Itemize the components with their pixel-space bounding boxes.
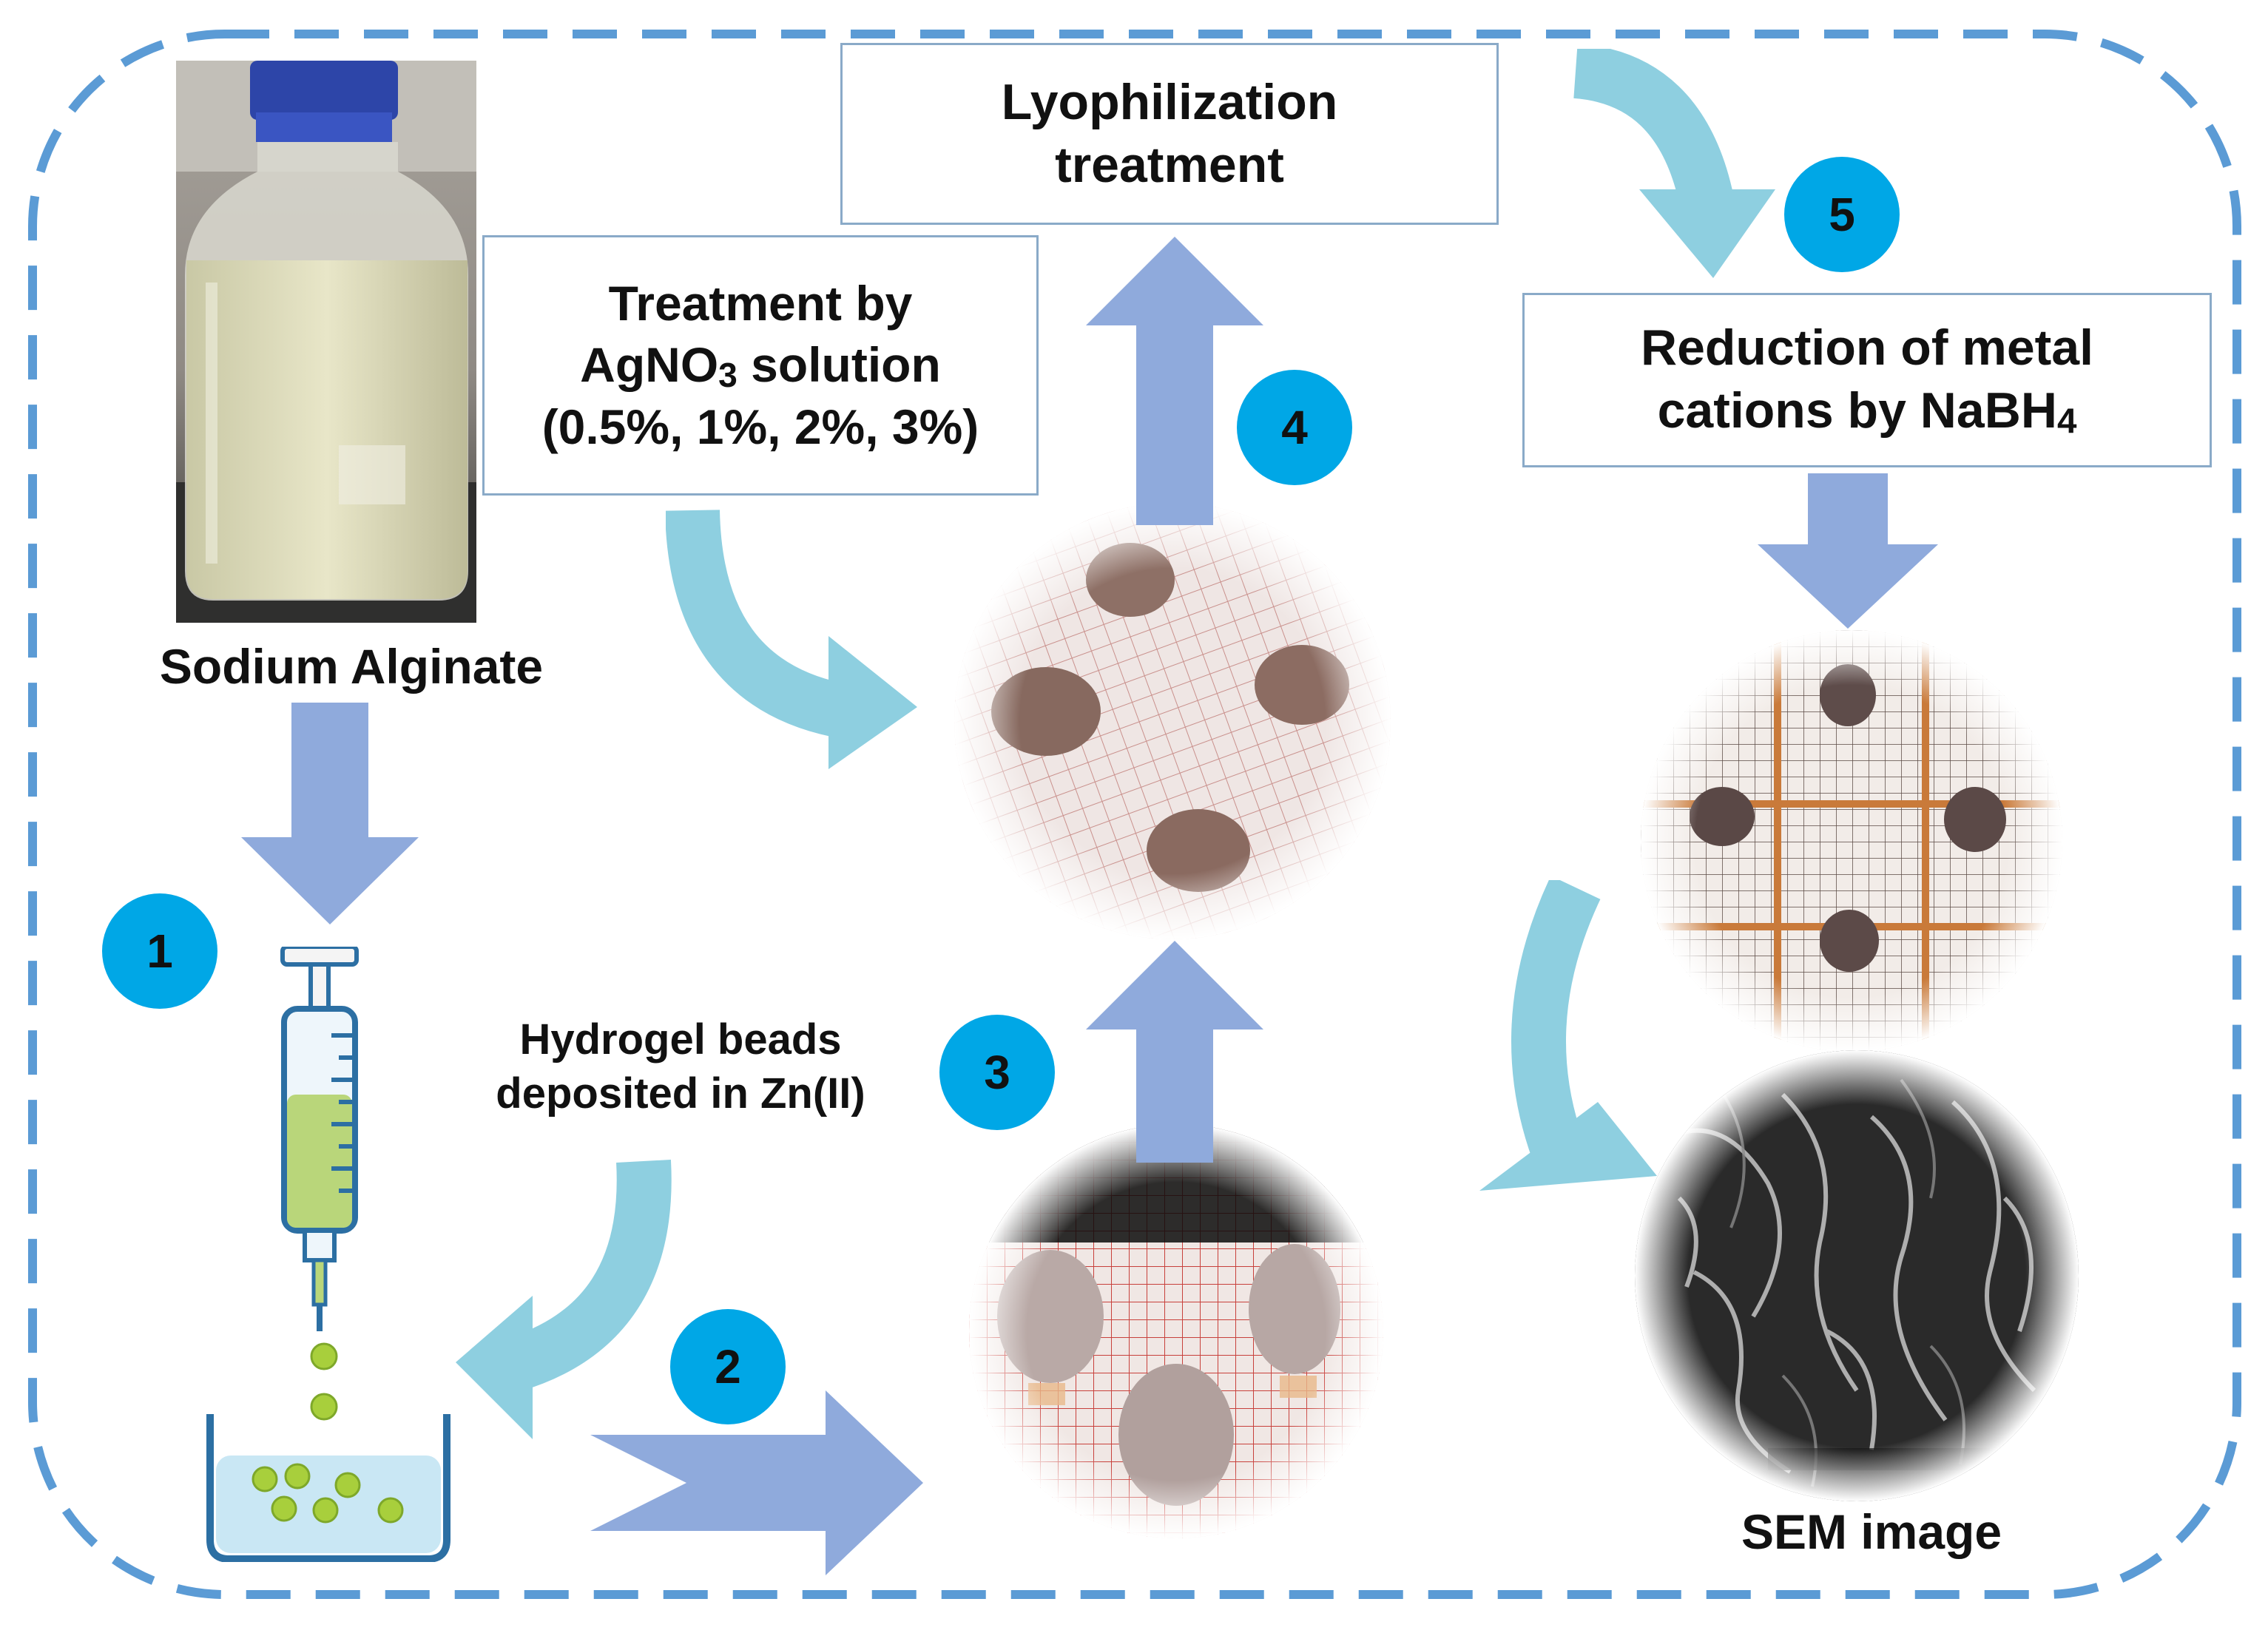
lyophilization-line-2: treatment — [1055, 137, 1284, 193]
falling-drops — [310, 1342, 338, 1421]
curved-arrow-to-agno3-beads — [666, 510, 917, 769]
up-arrow-step-3 — [1086, 941, 1263, 1163]
hydrogel-line-1: Hydrogel beads — [519, 1015, 842, 1064]
agno3-treated-beads-photo — [954, 503, 1391, 939]
agno3-treatment-box: Treatment by AgNO3 solution (0.5%, 1%, 2… — [482, 235, 1039, 496]
down-arrow-reduction — [1758, 473, 1938, 629]
step-2-badge: 2 — [670, 1309, 786, 1424]
curved-arrow-to-beaker — [456, 1160, 672, 1439]
step-5-badge: 5 — [1784, 157, 1900, 272]
reduced-beads-photo — [1641, 630, 2062, 1052]
sem-image-label: SEM image — [1741, 1504, 2002, 1559]
agno3-line-3: (0.5%, 1%, 2%, 3%) — [541, 399, 979, 455]
down-arrow-alginate — [241, 703, 419, 924]
curved-arrow-to-step-5 — [1573, 49, 1775, 278]
syringe-icon — [280, 947, 359, 1331]
step-3-badge: 3 — [939, 1015, 1055, 1130]
curved-arrow-to-sem — [1479, 880, 1657, 1191]
up-arrow-step-4 — [1086, 237, 1263, 525]
beaker-with-beads-icon — [206, 1414, 450, 1562]
lyophilization-box: Lyophilization treatment — [840, 43, 1499, 225]
hydrogel-beads-label: Hydrogel beads deposited in Zn(II) — [436, 1013, 925, 1120]
reduction-line-2: cations by NaBH4 — [1657, 382, 2077, 442]
agno3-line-1: Treatment by — [608, 276, 913, 331]
agno3-line-2: AgNO3 solution — [580, 337, 941, 394]
hydrogel-beads-photo — [969, 1124, 1383, 1538]
step-1-badge: 1 — [102, 893, 217, 1009]
right-arrow-step-2 — [590, 1390, 923, 1575]
lyophilization-line-1: Lyophilization — [1001, 74, 1338, 130]
step-4-badge: 4 — [1237, 370, 1352, 485]
sodium-alginate-label: Sodium Alginate — [159, 639, 544, 694]
hydrogel-line-2: deposited in Zn(II) — [496, 1069, 865, 1118]
sem-image-photo — [1635, 1050, 2079, 1501]
reduction-line-1: Reduction of metal — [1640, 320, 2094, 376]
sodium-alginate-bottle-photo — [176, 61, 476, 623]
reduction-box: Reduction of metal cations by NaBH4 — [1522, 293, 2212, 467]
